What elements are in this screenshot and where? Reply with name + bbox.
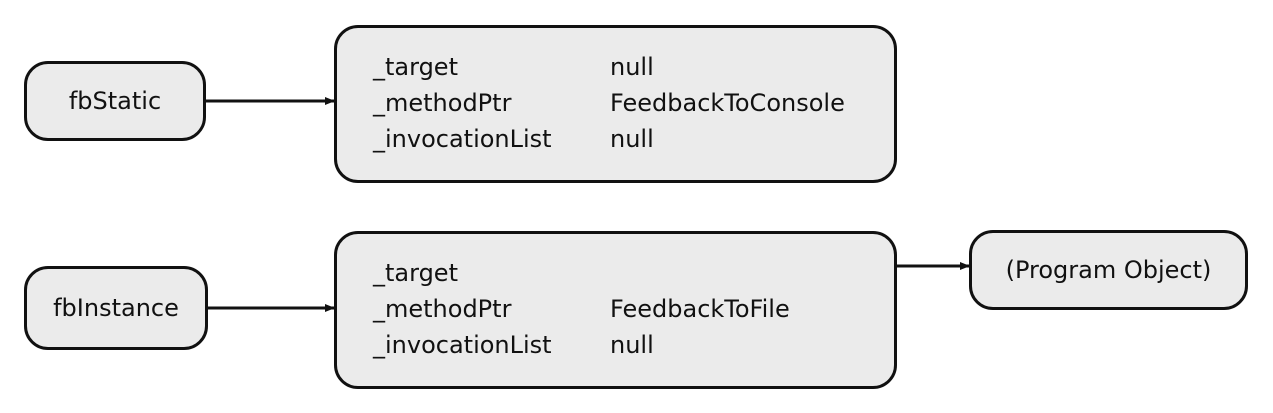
field-name: _target	[373, 259, 458, 287]
field-name: _methodPtr	[373, 295, 512, 323]
field-name: _target	[373, 53, 458, 81]
fbinstance-variable-box: fbInstance	[24, 266, 208, 350]
program-object-box: (Program Object)	[969, 230, 1248, 310]
field-value: null	[610, 53, 654, 81]
field-value: null	[610, 331, 654, 359]
field-name: _invocationList	[373, 331, 552, 359]
fbstatic-label: fbStatic	[68, 87, 162, 115]
field-name: _invocationList	[373, 125, 552, 153]
field-name: _methodPtr	[373, 89, 512, 117]
field-value: FeedbackToConsole	[610, 89, 845, 117]
field-value: null	[610, 125, 654, 153]
fbstatic-variable-box: fbStatic	[24, 61, 206, 141]
instance-delegate-box: _target _methodPtr FeedbackToFile _invoc…	[334, 231, 897, 389]
program-object-label: (Program Object)	[1005, 256, 1212, 284]
field-value: FeedbackToFile	[610, 295, 790, 323]
static-delegate-box: _target null _methodPtr FeedbackToConsol…	[334, 25, 897, 183]
fbinstance-label: fbInstance	[53, 294, 179, 322]
